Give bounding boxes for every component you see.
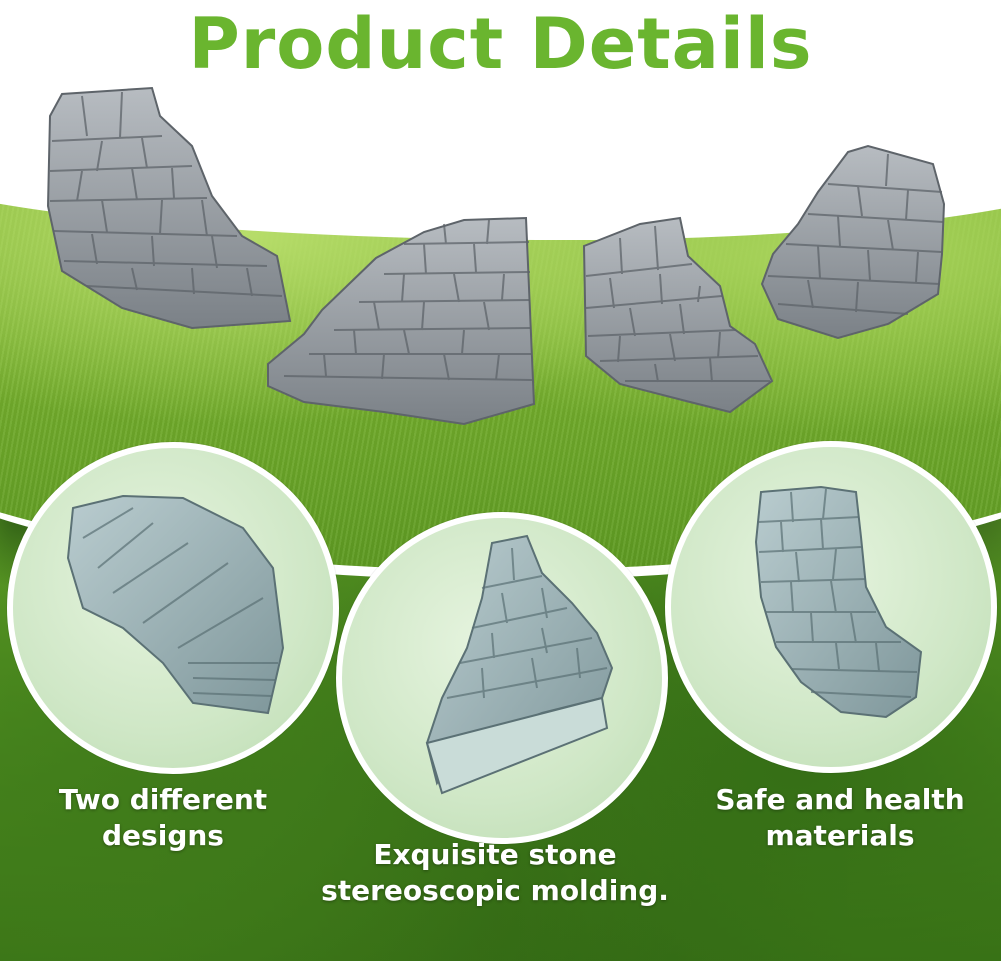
feature-caption-line: Safe and health xyxy=(715,783,965,816)
detail-circle-curved-design xyxy=(7,442,339,774)
stone-piece-corner-stair-left xyxy=(267,216,536,426)
feature-caption-stone-molding: Exquisite stone stereoscopic molding. xyxy=(300,837,690,909)
stone-piece-curved-stair-large xyxy=(46,86,292,330)
stone-closeup-curved xyxy=(66,494,285,715)
page-title: Product Details xyxy=(188,3,813,85)
detail-circle-stone-molding xyxy=(336,512,668,844)
feature-caption-line: stereoscopic molding. xyxy=(321,874,669,907)
feature-caption-safe-materials: Safe and health materials xyxy=(690,782,990,854)
detail-circle-safe-materials xyxy=(665,441,997,773)
feature-caption-line: designs xyxy=(102,819,224,852)
stone-closeup-curved-stair xyxy=(754,485,923,719)
feature-caption-line: Two different xyxy=(58,783,268,816)
stone-piece-straight-stair xyxy=(582,216,774,414)
stone-closeup-corner xyxy=(425,534,614,795)
stone-piece-curved-stair-right xyxy=(760,144,946,340)
feature-caption-line: materials xyxy=(765,819,915,852)
feature-caption-line: Exquisite stone xyxy=(373,838,617,871)
feature-caption-two-designs: Two different designs xyxy=(18,782,308,854)
